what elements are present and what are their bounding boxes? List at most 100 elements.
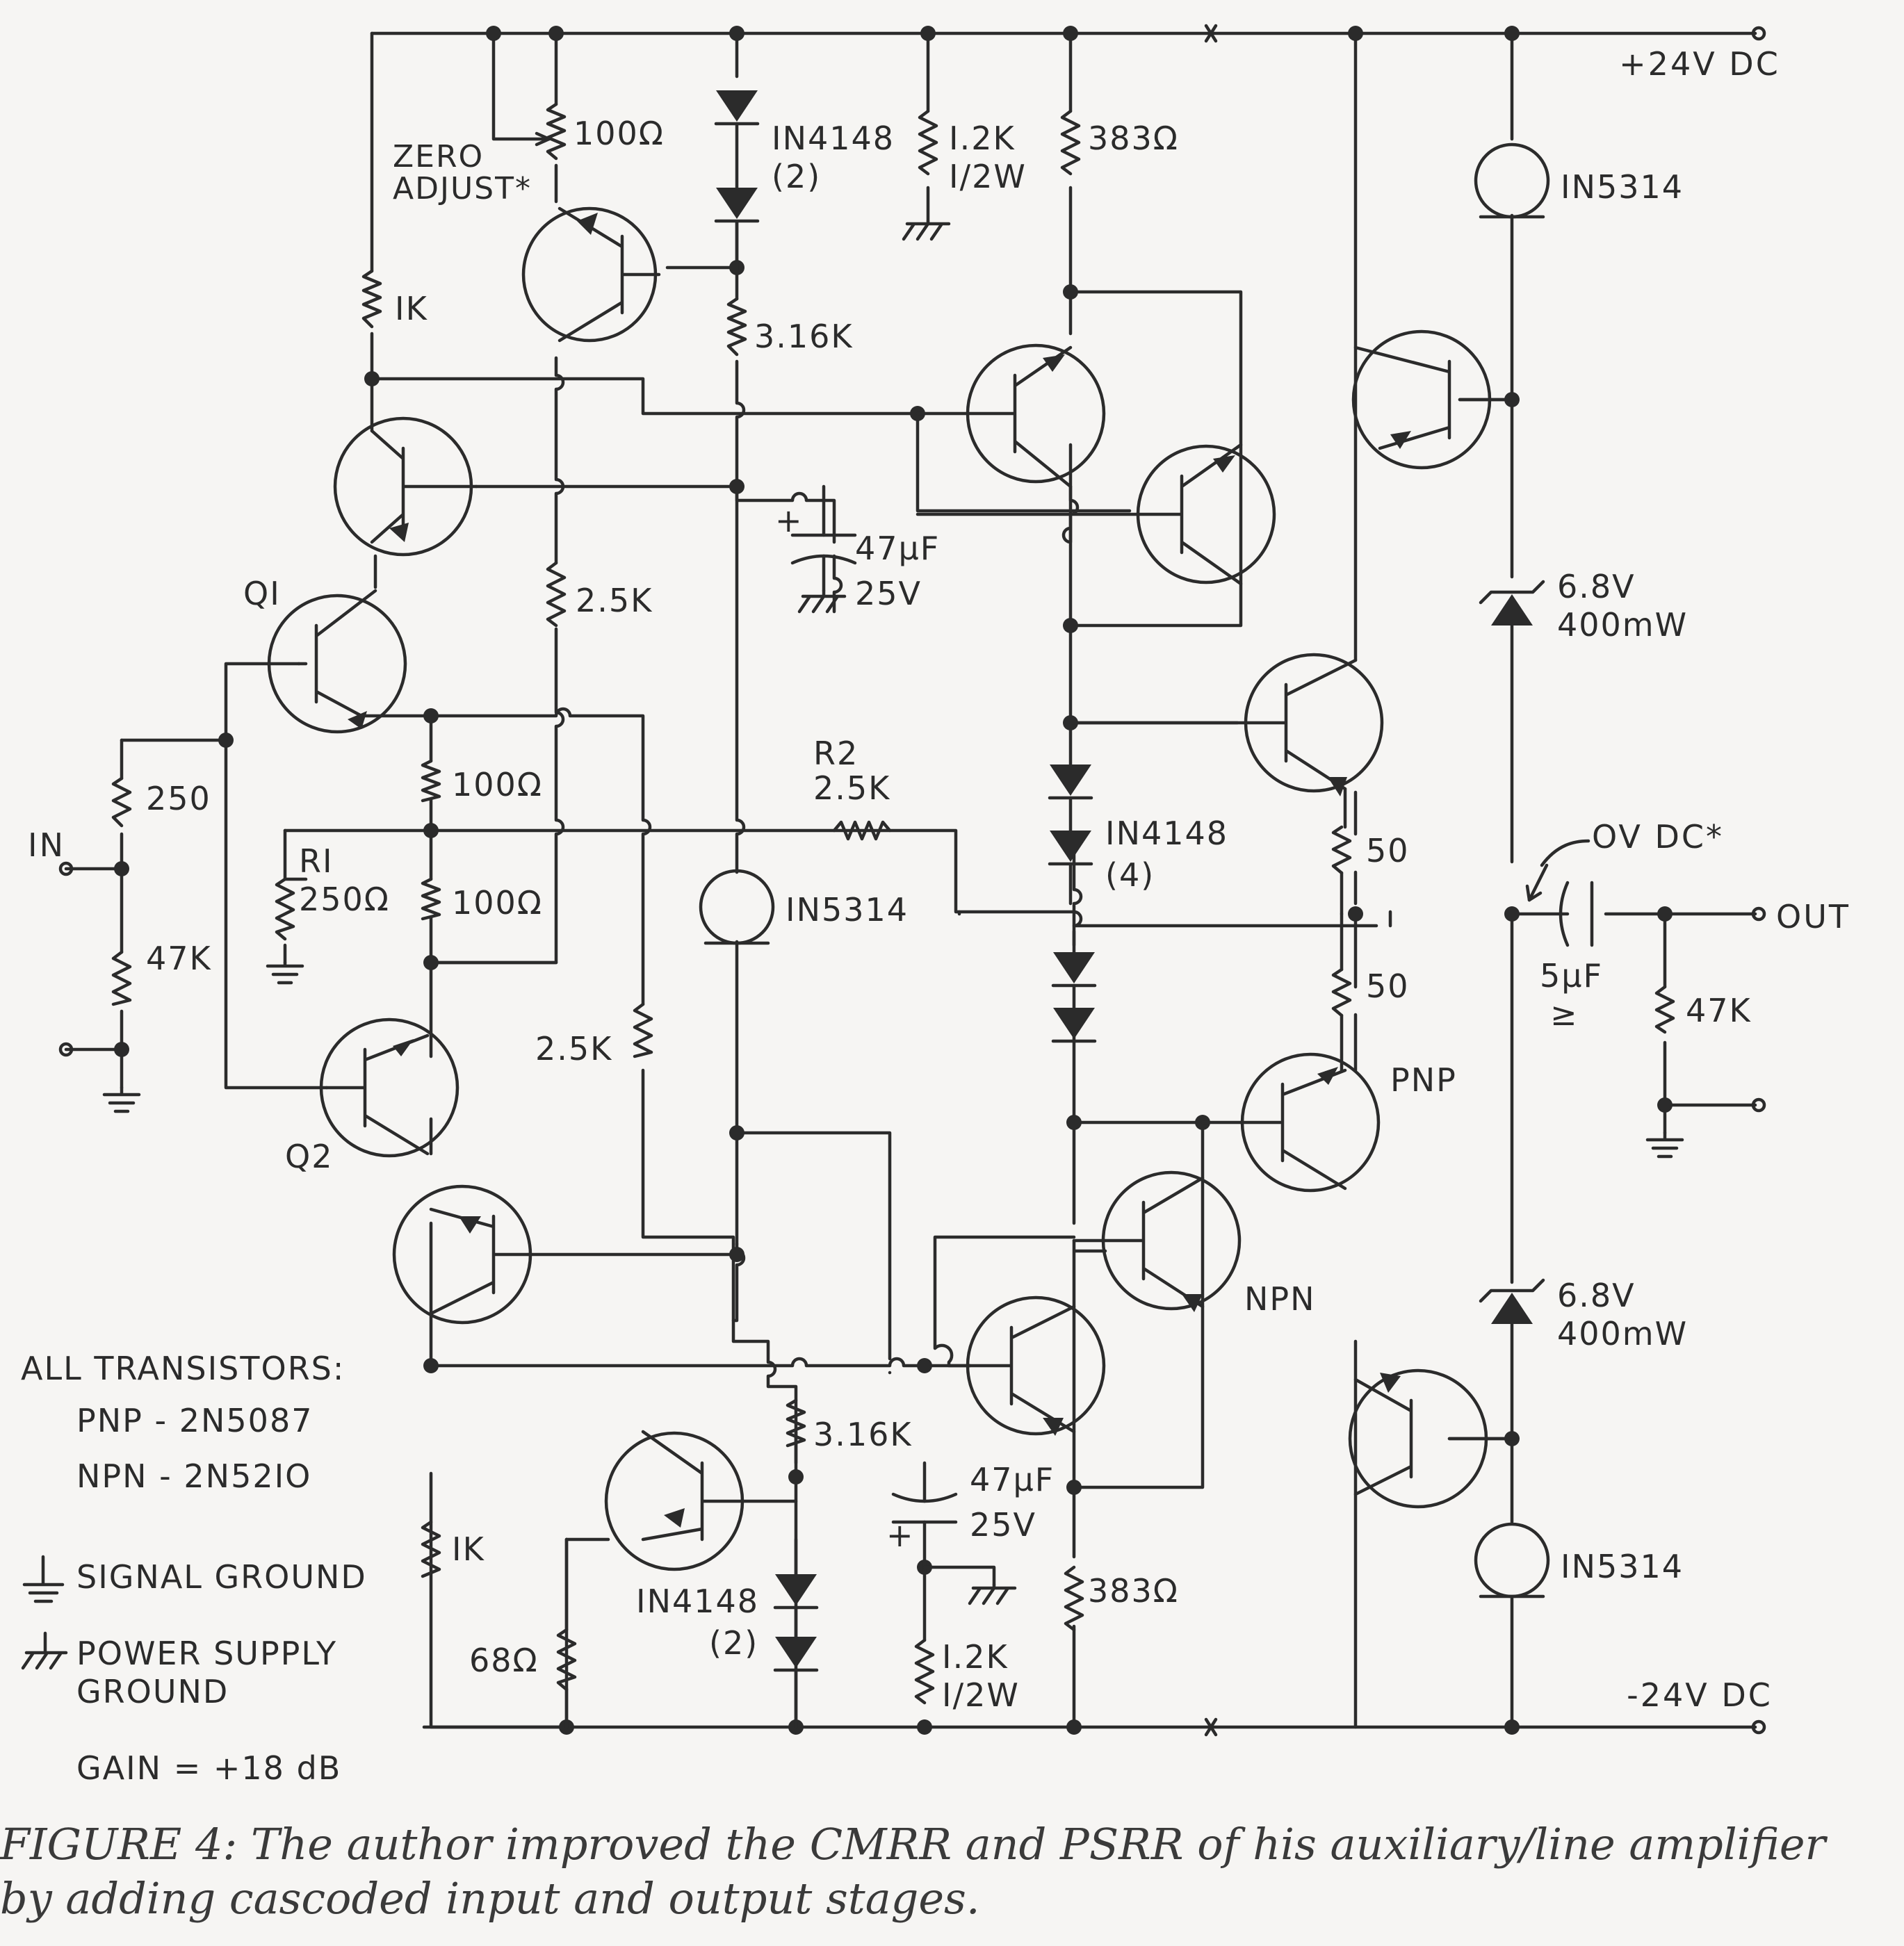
pos-rail-label: +24V DC <box>1619 45 1780 83</box>
zero-adjust-label: ZERO <box>393 139 484 174</box>
cap-top-rating-label: 25V <box>855 575 922 612</box>
d-top-count-label: (2) <box>772 158 821 195</box>
zener-bot-label: 6.8V <box>1557 1277 1636 1314</box>
transistor-pnp-icon <box>521 206 661 343</box>
r-383-top-label: 383Ω <box>1088 120 1179 157</box>
in-terminal[interactable] <box>58 861 74 876</box>
legend-power-ground-2: GROUND <box>76 1673 229 1710</box>
r-12k-top-label: I.2K <box>949 120 1016 157</box>
resistor-250-in-icon <box>111 776 132 828</box>
r-12k-top-rating-label: I/2W <box>949 158 1027 195</box>
d-mid-count-label: (4) <box>1105 856 1155 894</box>
zener-top-label: 6.8V <box>1557 568 1636 605</box>
power-ground-icon <box>797 589 847 614</box>
r-100-b-label: 100Ω <box>452 884 543 922</box>
cap-bot-plus-label: + <box>886 1516 915 1554</box>
zener-bot-icon <box>1479 1278 1545 1324</box>
d-mid-label: IN4148 <box>1105 815 1228 852</box>
transistors <box>267 206 1514 1571</box>
pos-supply-terminal[interactable] <box>1751 26 1766 41</box>
diode-chain-mid-icon <box>1048 764 1097 1043</box>
resistor-1k-bot-icon <box>421 1520 441 1578</box>
r2-label: R2 <box>813 735 859 772</box>
legend-gain: GAIN = +18 dB <box>76 1749 341 1787</box>
transistor-npn-icon <box>1348 1368 1514 1509</box>
terminals <box>58 26 1766 1735</box>
d-top-label: IN4148 <box>772 120 895 157</box>
transistor-q2-icon <box>319 1017 459 1158</box>
legend-pnp: PNP - 2N5087 <box>76 1402 313 1439</box>
out-ground-terminal[interactable] <box>1751 1097 1766 1113</box>
out-terminal[interactable] <box>1751 906 1766 922</box>
transistor-npn-icon <box>966 1295 1106 1436</box>
resistor-68-icon <box>556 1628 577 1692</box>
resistor-383-top-icon <box>1060 109 1081 176</box>
d-bot-count-label: (2) <box>709 1624 758 1662</box>
transistor-pnp-label-icon <box>1201 1052 1381 1193</box>
pnp-label: PNP <box>1390 1061 1457 1099</box>
caption-line-2: by adding cascoded input and output stag… <box>0 1873 980 1924</box>
r-68-label: 68Ω <box>469 1642 539 1679</box>
transistor-pnp-icon <box>1351 329 1514 470</box>
current-regulators <box>699 142 1550 1598</box>
in-ground-terminal[interactable] <box>58 1042 74 1057</box>
cap-top-plus-label: + <box>775 502 804 539</box>
current-regulator-top-icon <box>1474 142 1550 219</box>
current-regulator-mid-icon <box>699 869 775 945</box>
legend-signal-ground: SIGNAL GROUND <box>76 1558 367 1596</box>
out-dc-label: OV DC* <box>1592 818 1724 856</box>
r-316k-top-label: 3.16K <box>754 318 854 355</box>
transistor-pnp-icon <box>392 1184 532 1325</box>
transistor-q1-icon <box>267 589 407 734</box>
current-regulator-bot-icon <box>1474 1522 1550 1598</box>
resistor-316k-top-icon <box>726 297 747 357</box>
r-12k-bot-rating-label: I/2W <box>942 1676 1020 1714</box>
r-250-in-label: 250 <box>146 780 211 817</box>
capacitor-out-icon <box>1559 881 1594 947</box>
transistor-pnp-icon <box>916 443 1276 586</box>
neg-supply-terminal[interactable] <box>1751 1719 1766 1735</box>
d-bot-label: IN4148 <box>636 1583 759 1620</box>
r-1k-top-label: IK <box>395 290 428 327</box>
cap-out-label: 5μF <box>1540 957 1603 995</box>
r-47k-out-label: 47K <box>1686 992 1752 1029</box>
out-label: OUT <box>1776 898 1850 935</box>
zener-bot-rating-label: 400mW <box>1557 1315 1688 1352</box>
r-12k-bot-label: I.2K <box>942 1638 1009 1676</box>
r-47k-in-label: 47K <box>146 940 212 977</box>
zener-top-rating-label: 400mW <box>1557 606 1688 644</box>
cr-mid-label: IN5314 <box>786 891 909 929</box>
resistor-12k-bot-icon <box>914 1638 935 1705</box>
transistor-npn-label-icon <box>1072 1170 1242 1312</box>
signal-ground-icon <box>102 1086 141 1113</box>
resistor-100-a-icon <box>421 759 441 803</box>
transistor-npn-icon <box>1068 653 1384 796</box>
transistor-npn-icon <box>604 1430 798 1571</box>
zero-adjust-label-2: ADJUST* <box>393 171 532 206</box>
resistor-25k-left-icon <box>546 561 567 628</box>
q2-label: Q2 <box>285 1138 333 1175</box>
legend-signal-ground-icon <box>22 1555 65 1603</box>
capacitor-top-icon <box>790 484 857 593</box>
resistors <box>111 102 1675 1729</box>
signal-ground-icon <box>266 960 304 985</box>
r-25k-left-label: 2.5K <box>576 582 653 619</box>
junctions <box>114 26 1673 1735</box>
r1-value-label: 250Ω <box>299 881 390 918</box>
q1-label: QI <box>243 575 281 612</box>
cr-top-label: IN5314 <box>1561 168 1684 206</box>
resistor-50-bot-icon <box>1331 967 1352 1017</box>
signal-ground-icon <box>1645 1131 1684 1159</box>
cap-bot-rating-label: 25V <box>970 1506 1036 1544</box>
resistor-100-b-icon <box>421 877 441 921</box>
r-316k-bot-label: 3.16K <box>813 1416 913 1453</box>
r-50-top-label: 50 <box>1366 832 1410 869</box>
resistor-12k-top-icon <box>918 109 938 176</box>
diode-pair-top-icon <box>714 90 760 223</box>
npn-label: NPN <box>1244 1280 1316 1318</box>
r2-value-label: 2.5K <box>813 769 890 807</box>
capacitor-bot-icon <box>891 1461 996 1642</box>
r1-label: RI <box>299 842 334 880</box>
resistor-r2-icon <box>832 820 892 841</box>
